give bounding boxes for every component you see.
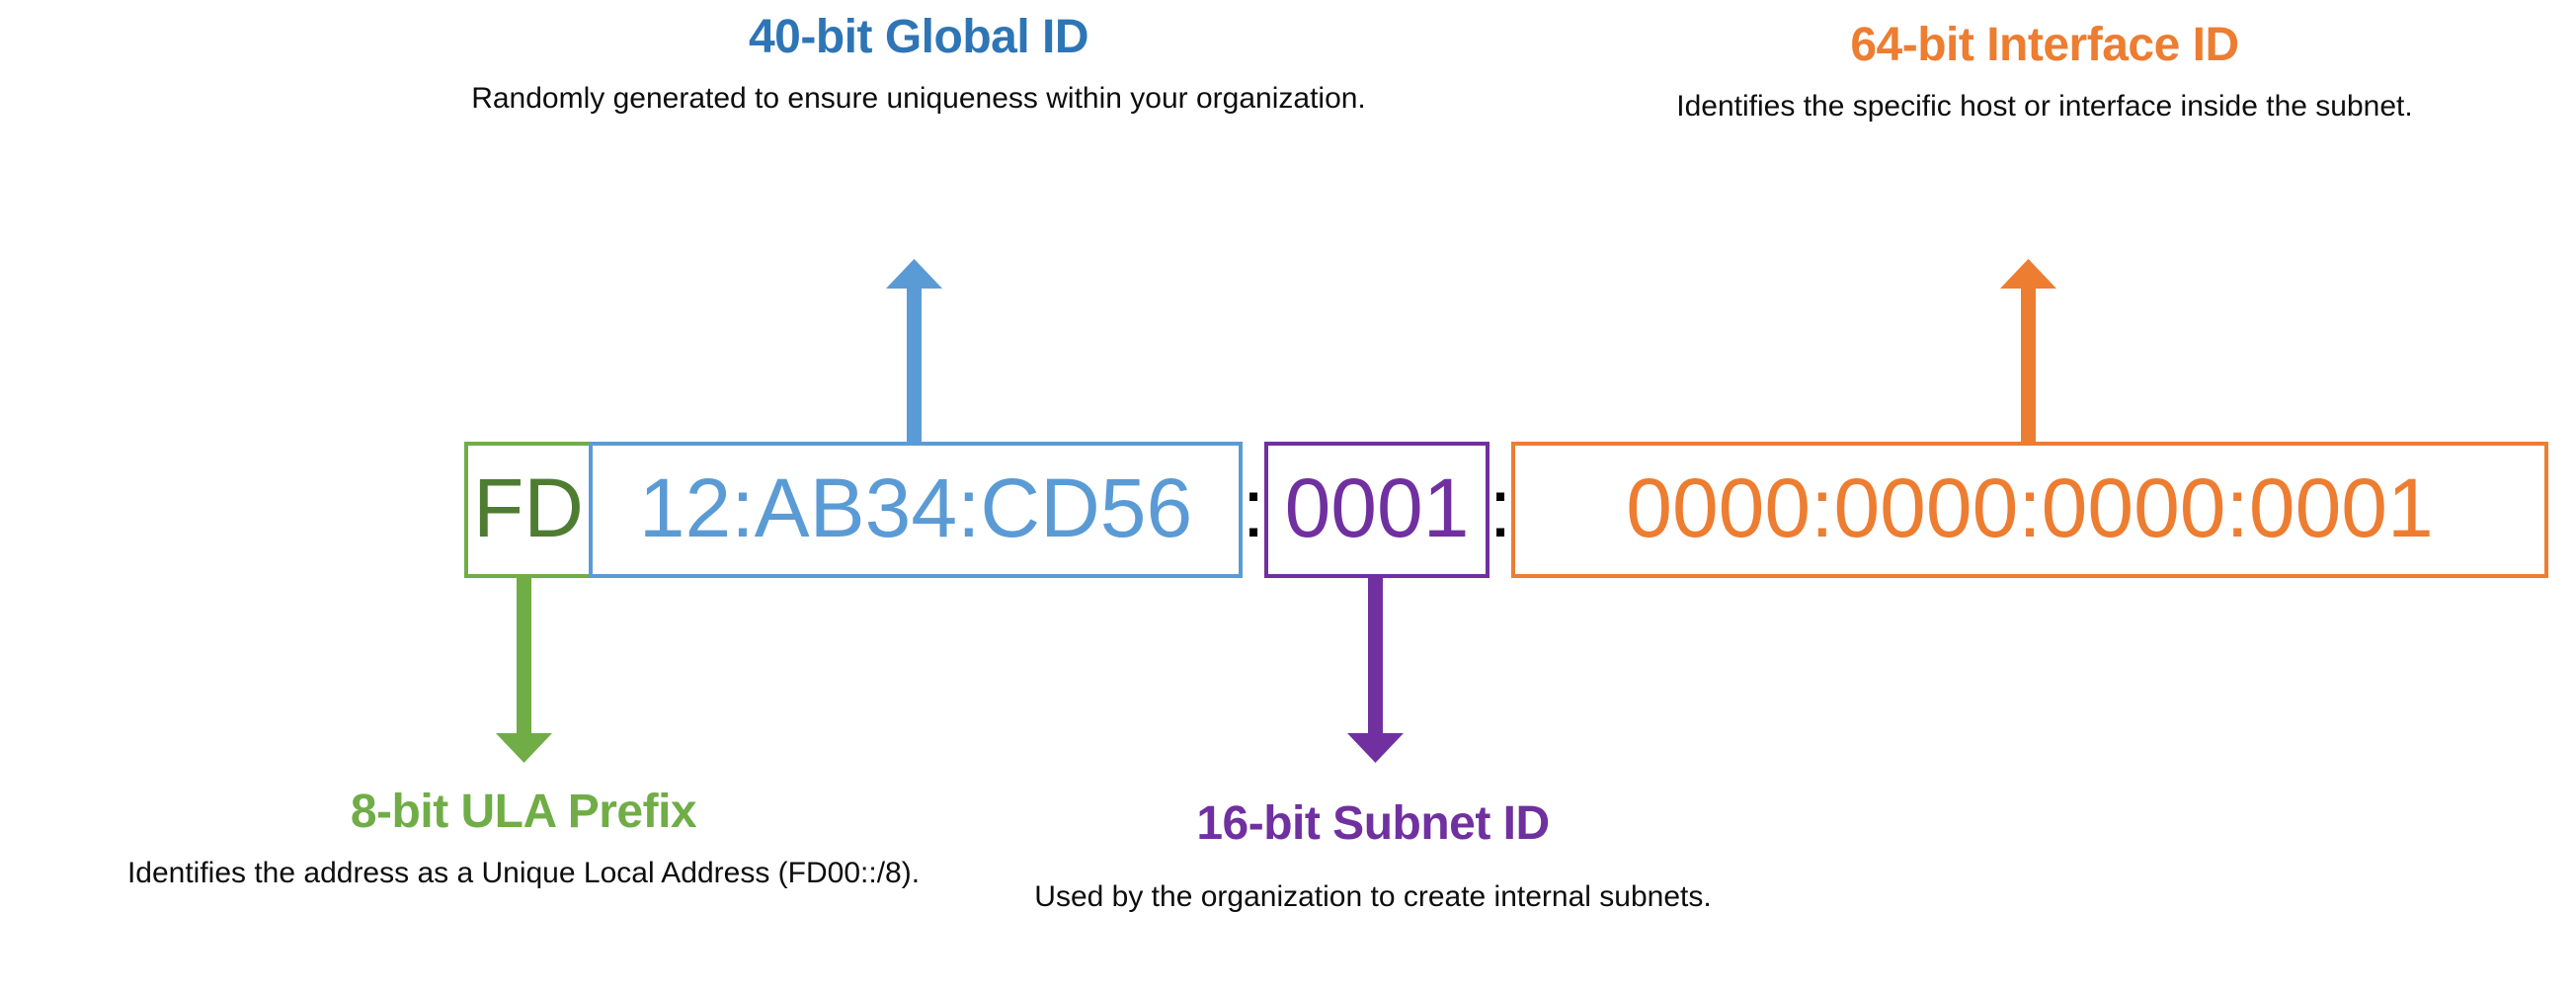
address-segment-global-id-text: 12:AB34:CD56	[638, 461, 1193, 554]
address-segment-interface-id[interactable]: 0000:0000:0000:0001	[1511, 442, 2548, 578]
annotation-global-id-description: Randomly generated to ensure uniqueness …	[471, 82, 1366, 115]
annotation-global-id: 40-bit Global ID Randomly generated to e…	[336, 14, 1501, 124]
annotation-global-id-title: 40-bit Global ID	[748, 11, 1089, 63]
ula-prefix-arrow-icon	[496, 575, 552, 763]
address-segment-interface-id-text: 0000:0000:0000:0001	[1626, 461, 2434, 554]
annotation-subnet-id-description: Used by the organization to create inter…	[1034, 880, 1712, 913]
interface-id-arrow-icon	[2000, 259, 2056, 445]
address-segment-global-id[interactable]: 12:AB34:CD56	[589, 442, 1243, 578]
annotation-ula-prefix-title: 8-bit ULA Prefix	[350, 786, 697, 838]
annotation-interface-id-title: 64-bit Interface ID	[1850, 19, 2239, 71]
address-separator-colon: :	[1242, 461, 1265, 554]
address-segment-ula-prefix-text: FD	[473, 461, 584, 554]
annotation-subnet-id-title: 16-bit Subnet ID	[1196, 797, 1550, 850]
annotation-subnet-id: 16-bit Subnet ID Used by the organizatio…	[869, 800, 1877, 922]
address-segment-subnet-id-text: 0001	[1284, 461, 1470, 554]
global-id-arrow-icon	[886, 259, 942, 445]
annotation-interface-id-description: Identifies the specific host or interfac…	[1676, 90, 2413, 123]
address-segment-subnet-id[interactable]: 0001	[1264, 442, 1489, 578]
annotation-ula-prefix-description: Identifies the address as a Unique Local…	[126, 857, 921, 889]
address-separator-colon-2: :	[1489, 461, 1512, 554]
address-segment-ula-prefix[interactable]: FD	[464, 442, 593, 578]
annotation-ula-prefix: 8-bit ULA Prefix Identifies the address …	[0, 788, 1087, 898]
annotation-interface-id: 64-bit Interface ID Identifies the speci…	[1521, 22, 2568, 131]
subnet-id-arrow-icon	[1347, 578, 1404, 763]
ipv6-address-strip: FD 12:AB34:CD56 : 0001 : 0000:0000:0000:…	[464, 442, 2548, 578]
